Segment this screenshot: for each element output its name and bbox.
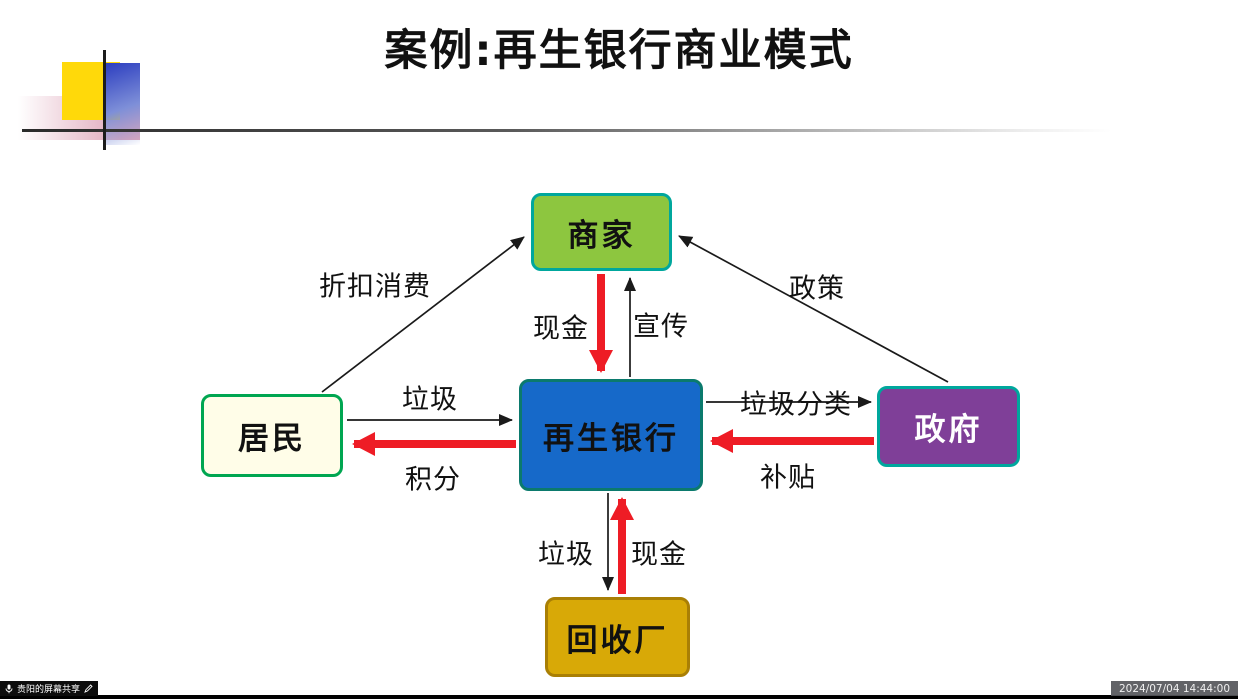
- node-government: 政府: [877, 386, 1020, 467]
- ornament-vertical-rule: [103, 50, 106, 150]
- timestamp-badge: 2024/07/04 14:44:00: [1110, 681, 1238, 696]
- share-bar-label: 贵阳的屏幕共享: [17, 685, 81, 695]
- node-merchant: 商家: [531, 193, 672, 271]
- edge-label-policy: 政策: [789, 273, 845, 305]
- edge-label-garbage-left: 垃圾: [402, 384, 458, 416]
- bottom-edge-strip: [0, 695, 1238, 699]
- arrow-discount: [321, 236, 525, 393]
- node-merchant-label: 商家: [567, 217, 636, 254]
- edge-label-garbage-bottom: 垃圾: [538, 539, 594, 571]
- node-recycler: 回收厂: [545, 597, 690, 677]
- node-government-label: 政府: [914, 412, 983, 448]
- edge-label-points: 积分: [405, 464, 461, 496]
- microphone-icon: [5, 684, 13, 694]
- edge-label-discount: 折扣消费: [319, 271, 431, 303]
- timestamp-text: 2024/07/04 14:44:00: [1118, 682, 1230, 695]
- pencil-icon[interactable]: [84, 684, 93, 693]
- edge-label-cash-bottom: 现金: [631, 539, 687, 571]
- node-bank: 再生银行: [519, 379, 703, 491]
- ornament-horizontal-rule: [22, 129, 1112, 132]
- edge-label-sorting: 垃圾分类: [740, 389, 852, 421]
- edge-label-subsidy: 补贴: [760, 462, 816, 494]
- node-resident-label: 居民: [238, 421, 306, 457]
- screen-share-bar[interactable]: 贵阳的屏幕共享: [0, 681, 99, 696]
- node-resident: 居民: [201, 394, 343, 477]
- arrow-policy: [678, 235, 949, 383]
- edge-label-publicity: 宣传: [633, 311, 689, 343]
- edge-label-cash-top: 现金: [533, 313, 589, 345]
- slide-title: 案例:再生银行商业模式: [384, 26, 854, 76]
- node-recycler-label: 回收厂: [566, 622, 669, 659]
- node-bank-label: 再生银行: [543, 420, 679, 457]
